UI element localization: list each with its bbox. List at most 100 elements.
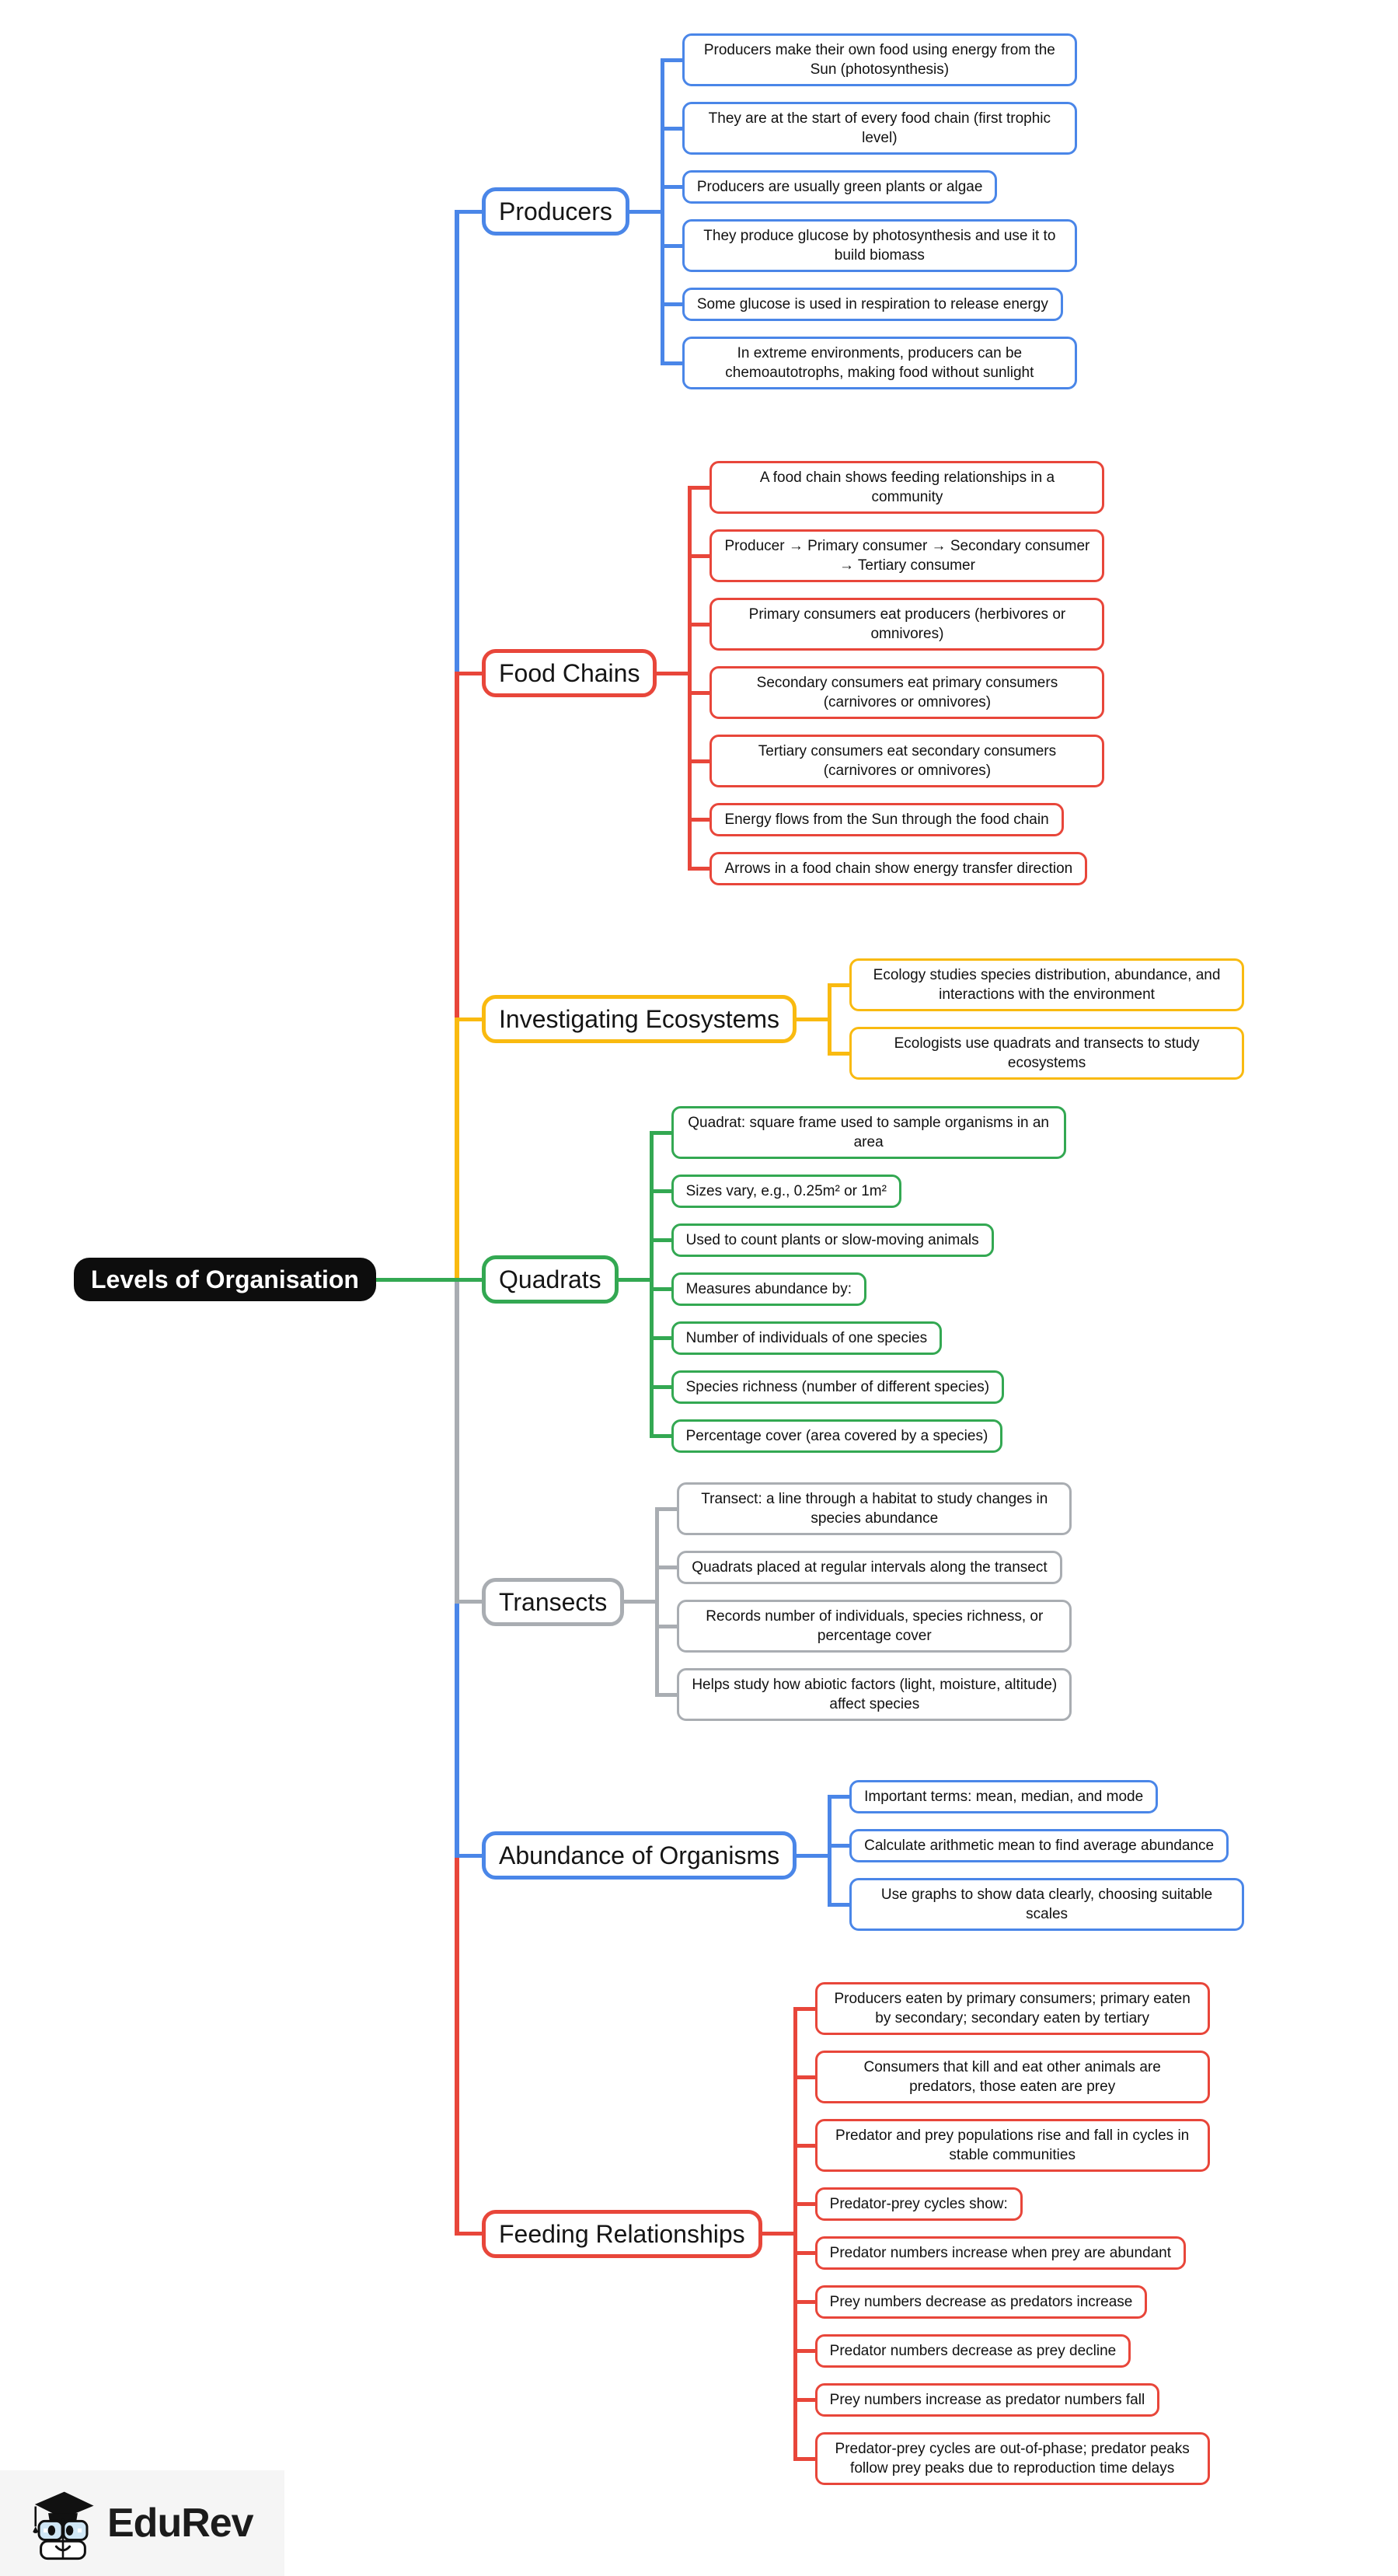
leaf-connector: Percentage cover (area covered by a spec… [649,1412,1066,1461]
branch-leaves-food-chains: A food chain shows feeding relationships… [688,453,1105,893]
topic-node: Predator-prey cycles are out-of-phase; p… [814,2432,1210,2485]
leaf-connector: Species richness (number of different sp… [649,1363,1066,1412]
topic-node: They produce glucose by photosynthesis a… [682,219,1077,272]
topic-node: Producers make their own food using ener… [682,33,1077,86]
topic-node: Transect: a line through a habitat to st… [677,1482,1072,1535]
leaf-connector: Helps study how abiotic factors (light, … [655,1660,1072,1729]
branch-label-transects: Transects [482,1577,625,1626]
branch-label-abundance-of-organisms: Abundance of Organisms [482,1831,797,1880]
connector-line [372,1277,483,1282]
branch-label-food-chains: Food Chains [482,649,657,697]
branch-food-chains: Food Chains A food chain shows feeding r… [482,453,1105,893]
leaf-connector: Ecologists use quadrats and transects to… [828,1019,1245,1087]
leaf-connector: Primary consumers eat producers (herbivo… [688,590,1105,658]
branch-label-text: Investigating Ecosystems [499,1005,780,1033]
connector-line [455,209,483,214]
leaf-connector: They produce glucose by photosynthesis a… [660,211,1077,280]
leaf-connector: Quadrats placed at regular intervals alo… [655,1543,1072,1592]
leaf-connector: Producers eaten by primary consumers; pr… [793,1974,1210,2043]
topic-node: Energy flows from the Sun through the fo… [709,803,1064,836]
topic-node: Producer → Primary consumer → Secondary … [709,529,1105,582]
branch-feeding-relationships: Feeding Relationships Producers eaten by… [482,1974,1210,2493]
topic-node: Predator-prey cycles show: [814,2187,1023,2221]
topic-node: Records number of individuals, species r… [677,1600,1072,1653]
leaf-connector: In extreme environments, producers can b… [660,329,1077,397]
leaf-connector: Secondary consumers eat primary consumer… [688,658,1105,727]
leaf-connector: Transect: a line through a habitat to st… [655,1475,1072,1543]
topic-node: In extreme environments, producers can b… [682,337,1077,389]
leaf-connector: A food chain shows feeding relationships… [688,453,1105,522]
topic-node: Secondary consumers eat primary consumer… [709,666,1105,719]
topic-node: Calculate arithmetic mean to find averag… [849,1829,1229,1862]
topic-node: Some glucose is used in respiration to r… [682,288,1063,321]
branch-leaves-quadrats: Quadrat: square frame used to sample org… [649,1098,1066,1461]
leaf-connector: Prey numbers increase as predator number… [793,2375,1210,2424]
connector-line [455,2232,483,2236]
edurev-logo-icon [33,2491,94,2560]
branch-child-connector [762,2232,793,2236]
branch-transects: Transects Transect: a line through a hab… [482,1475,1072,1729]
branch-child-connector [618,1277,650,1282]
leaf-connector: Number of individuals of one species [649,1314,1066,1363]
topic-node: Sizes vary, e.g., 0.25m² or 1m² [671,1175,901,1208]
topic-node: Used to count plants or slow-moving anim… [671,1223,994,1257]
branch-label-text: Feeding Relationships [499,2219,745,2248]
leaf-connector: Predator numbers decrease as prey declin… [793,2326,1210,2375]
topic-node: Primary consumers eat producers (herbivo… [709,598,1105,651]
topic-node: Predator and prey populations rise and f… [814,2119,1210,2172]
branch-label-text: Abundance of Organisms [499,1841,780,1869]
branch-label-quadrats: Quadrats [482,1255,619,1304]
leaf-connector: Arrows in a food chain show energy trans… [688,844,1104,893]
leaf-connector: Producer → Primary consumer → Secondary … [688,522,1105,590]
leaf-connector: Producers make their own food using ener… [660,26,1077,94]
branch-child-connector [657,671,689,675]
leaf-connector: Some glucose is used in respiration to r… [660,280,1077,329]
leaf-connector: Important terms: mean, median, and mode [828,1772,1244,1821]
branch-child-connector [797,1853,828,1858]
leaf-connector: They are at the start of every food chai… [660,94,1077,162]
topic-node: Number of individuals of one species [671,1321,943,1355]
topic-node: Predator numbers increase when prey are … [814,2236,1187,2270]
branch-child-connector [629,209,661,214]
brand-footer: EduRev [0,2470,284,2576]
branch-leaves-producers: Producers make their own food using ener… [660,26,1077,397]
topic-node: Arrows in a food chain show energy trans… [709,852,1088,885]
topic-node: Measures abundance by: [671,1272,866,1306]
leaf-connector: Sizes vary, e.g., 0.25m² or 1m² [649,1167,1066,1216]
connector-line [455,1017,483,1021]
topic-node: Prey numbers decrease as predators incre… [814,2285,1148,2319]
topic-node: Quadrats placed at regular intervals alo… [677,1551,1062,1584]
topic-node: Producers eaten by primary consumers; pr… [814,1982,1210,2035]
leaf-connector: Predator-prey cycles show: [793,2180,1210,2229]
leaf-connector: Measures abundance by: [649,1265,1066,1314]
branch-label-text: Producers [499,197,612,225]
topic-node: Use graphs to show data clearly, choosin… [849,1878,1245,1931]
topic-node: Producers are usually green plants or al… [682,170,998,204]
leaf-connector: Use graphs to show data clearly, choosin… [828,1870,1245,1939]
leaf-connector: Predator numbers increase when prey are … [793,2229,1210,2278]
connector-line [455,1853,483,1858]
branch-leaves-feeding-relationships: Producers eaten by primary consumers; pr… [793,1974,1210,2493]
leaf-connector: Energy flows from the Sun through the fo… [688,795,1104,844]
leaf-connector: Prey numbers decrease as predators incre… [793,2278,1210,2326]
topic-node: They are at the start of every food chai… [682,102,1077,155]
branch-producers: Producers Producers make their own food … [482,26,1077,397]
topic-node: Quadrat: square frame used to sample org… [671,1106,1066,1159]
topic-node: Predator numbers decrease as prey declin… [814,2334,1131,2368]
connector-line [455,673,459,1279]
topic-node: Ecology studies species distribution, ab… [849,958,1245,1011]
topic-node: A food chain shows feeding relationships… [709,461,1105,514]
connector-line [455,1279,459,1602]
brand-name: EduRev [107,2501,254,2546]
leaf-connector: Quadrat: square frame used to sample org… [649,1098,1066,1167]
branch-label-text: Quadrats [499,1265,601,1293]
topic-node: Prey numbers increase as predator number… [814,2383,1160,2417]
leaf-connector: Predator-prey cycles are out-of-phase; p… [793,2424,1210,2493]
branch-child-connector [797,1017,828,1021]
branch-leaves-investigating-ecosystems: Ecology studies species distribution, ab… [828,951,1245,1087]
connector-line [455,1019,459,1279]
leaf-connector: Used to count plants or slow-moving anim… [649,1216,1066,1265]
root-node: Levels of Organisation [74,1258,376,1301]
